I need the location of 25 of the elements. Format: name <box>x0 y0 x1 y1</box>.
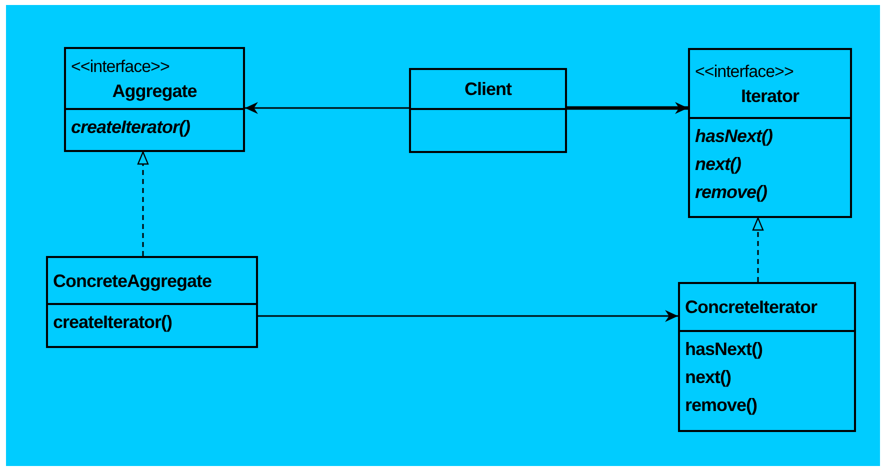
method-label: next() <box>695 153 741 176</box>
association-arrow <box>245 102 409 114</box>
realization-arrow <box>752 217 764 282</box>
uml-class-box <box>688 48 852 218</box>
method-label: createIterator() <box>71 116 190 139</box>
method-label: remove() <box>685 394 758 417</box>
class-name: Iterator <box>740 84 799 108</box>
stereotype-label: <<interface>> <box>71 56 170 78</box>
method-label: hasNext() <box>685 338 763 361</box>
uml-class-box <box>64 47 245 152</box>
association-arrow <box>258 310 678 322</box>
class-name: ConcreteAggregate <box>53 270 212 292</box>
method-label: createIterator() <box>53 311 172 334</box>
class-name: Aggregate <box>112 80 197 102</box>
method-label: next() <box>685 366 731 389</box>
class-name: ConcreteIterator <box>685 296 818 319</box>
uml-class-box <box>409 68 567 153</box>
class-name: Client <box>464 78 512 101</box>
realization-arrow <box>137 151 149 256</box>
method-label: hasNext() <box>695 125 773 148</box>
uml-class-box <box>46 256 258 348</box>
association-arrow <box>567 102 688 114</box>
uml-class-box <box>678 282 856 432</box>
method-label: remove() <box>695 181 768 204</box>
stereotype-label: <<interface>> <box>695 60 794 82</box>
